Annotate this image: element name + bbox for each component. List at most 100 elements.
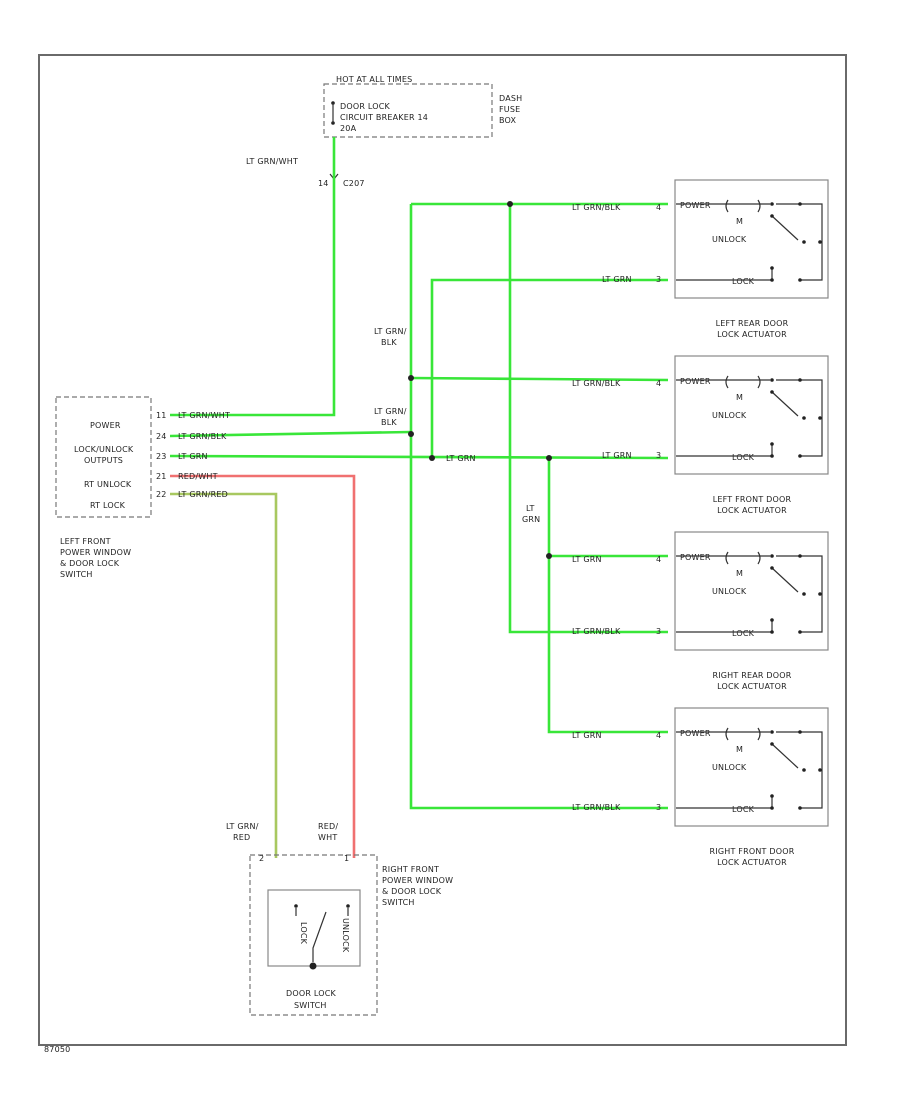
dash-fuse-box: HOT AT ALL TIMES DOOR LOCK CIRCUIT BREAK… [323,75,522,138]
wire-lt-grn-wht-feed [170,137,336,417]
actuator-power-label: POWER [680,377,711,386]
motor-bracket-icon [725,727,761,741]
actuator-contact [770,214,774,218]
feed-wire-label: LT GRN/WHT [246,157,298,166]
actuator-contact [770,742,774,746]
left-switch-row-lock-unlock: LOCK/UNLOCK [74,445,134,454]
actuator-contact [770,618,774,622]
actuator-contact [770,566,774,570]
actuator-pin-lock: 3 [656,803,661,812]
actuator-pin-lock: 3 [656,627,661,636]
actuator-wire-lock-label: LT GRN [602,451,632,460]
actuator-power-label: POWER [680,553,711,562]
fuse-label-2: CIRCUIT BREAKER 14 [340,113,428,122]
splice-dot [429,455,435,461]
splice-dot [546,553,552,559]
diagram-frame [38,54,847,1046]
fuse-box-side-1: DASH [499,94,522,103]
right-switch-pin-left: 2 [259,854,264,863]
actuator-contact [802,416,806,420]
actuator-contact [770,442,774,446]
right-switch-caption-3: & DOOR LOCK [382,887,442,896]
actuator-contact [818,592,822,596]
feed-pin-label: 14 [318,179,329,188]
left-switch-pin-22: 22 [156,490,167,499]
right-front-switch: LT GRN/ RED RED/ WHT 2 1 LOCK UNLOCK RIG… [226,822,453,1016]
actuator-caption-2: LOCK ACTUATOR [717,330,787,339]
actuator-unlock-label: UNLOCK [712,587,747,596]
actuator-contact [770,794,774,798]
switch-pivot [309,962,317,970]
actuator-contact [770,202,774,206]
splice-dot [408,431,414,437]
hot-at-all-times-label: HOT AT ALL TIMES [336,75,412,84]
bus-label-grn-mid: LT GRN [446,454,476,463]
actuator-wire-lock-label: LT GRN [602,275,632,284]
motor-bracket-icon [725,551,761,565]
actuator-box [674,707,829,827]
actuator-unlock-label: UNLOCK [712,235,747,244]
splice-dot [408,375,414,381]
actuator-lock-label: LOCK [732,629,755,638]
actuator-caption-2: LOCK ACTUATOR [717,682,787,691]
actuator-motor-label: M [736,393,743,402]
actuator-wire-unlock-label: LT GRN/BLK [572,203,621,212]
actuator-motor-label: M [736,569,743,578]
actuator-box [674,355,829,475]
actuator-box [674,531,829,651]
actuator-contact [770,730,774,734]
actuator-unlock-label: UNLOCK [712,763,747,772]
left-switch-pin-24: 24 [156,432,167,441]
motor-bracket-icon [725,375,761,389]
actuator-contact [802,240,806,244]
actuator-circuit-icon [676,379,823,457]
left-switch-row-rt-unlock: RT UNLOCK [84,480,132,489]
left-switch-wire-5: LT GRN/RED [178,490,228,499]
actuator-pin-unlock: 4 [656,555,661,564]
actuator-caption-1: RIGHT REAR DOOR [712,671,791,680]
bus-label-grn-vertical-1: LT [526,504,535,513]
actuator-contact [770,378,774,382]
feed-connector-label: C207 [343,179,365,188]
actuator-contact [798,278,802,282]
switch-contact-unlock [346,904,350,908]
right-switch-wire-left-1: LT GRN/ [226,822,259,831]
actuator-wire-unlock-label: LT GRN [572,555,602,564]
wire-layer [169,137,669,858]
actuator-box [674,179,829,299]
left-switch-wire-2: LT GRN/BLK [178,432,227,441]
actuator-contact [798,202,802,206]
door-lock-switch-label-1: DOOR LOCK [286,989,337,998]
fuse-box-side-2: FUSE [499,105,520,114]
wire-red-wht [170,474,356,858]
actuator-pin-lock: 3 [656,451,661,460]
actuator-contact [770,630,774,634]
actuator-wire-lock-label: LT GRN/BLK [572,803,621,812]
left-switch-pin-11: 11 [156,411,167,420]
fuse-box-side-3: BOX [499,116,517,125]
switch-contact-icon [295,908,349,962]
left-switch-pin-23: 23 [156,452,167,461]
right-switch-wire-left-2: RED [233,833,250,842]
actuator-contact [770,390,774,394]
left-switch-caption-1: LEFT FRONT [60,537,111,546]
bus-label-blk-upper-1: LT GRN/ [374,327,407,336]
actuator-pin-lock: 3 [656,275,661,284]
actuator-contact [770,266,774,270]
wire-lt-grn-blk-bus [409,204,668,810]
right-switch-caption-4: SWITCH [382,898,415,907]
actuator-contact [770,806,774,810]
switch-lock-label: LOCK [299,922,308,945]
right-switch-caption-1: RIGHT FRONT [382,865,439,874]
actuator-contact [818,768,822,772]
right-switch-pin-right: 1 [344,854,349,863]
right-switch-wire-right-1: RED/ [318,822,338,831]
bus-label-blk-upper-2: BLK [381,338,397,347]
wire-lt-grn-red [170,492,278,858]
fuse-label-3: 20A [340,124,357,133]
actuator-pin-unlock: 4 [656,379,661,388]
